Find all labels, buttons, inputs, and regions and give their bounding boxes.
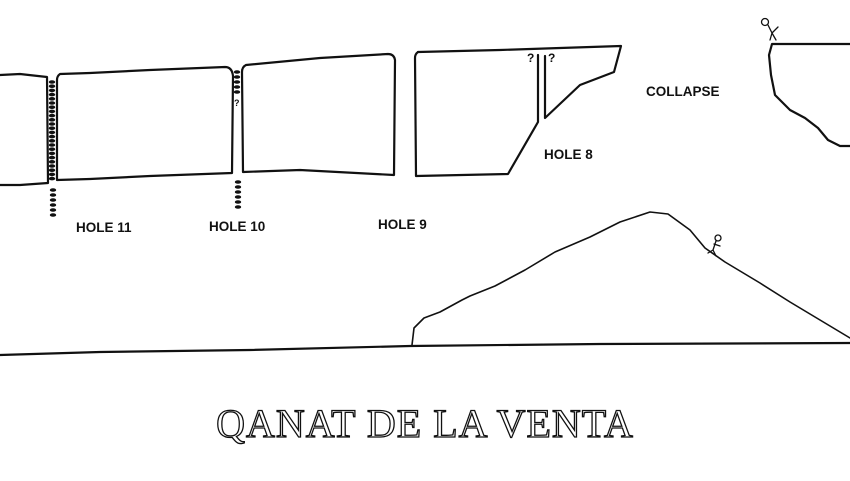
- hole-11-shaft-below: [49, 213, 57, 217]
- question-mark-hole8-right: ?: [548, 51, 555, 65]
- label-hole-9: HOLE 9: [378, 217, 427, 232]
- hole-10-shaft-fill: [233, 80, 241, 84]
- hole-11-shaft-fill: [48, 126, 56, 130]
- hole-11-shaft-fill: [48, 172, 56, 177]
- label-hole-10: HOLE 10: [209, 219, 265, 234]
- tunnel-block-left: [0, 72, 50, 187]
- ground-line: [0, 341, 850, 357]
- hole-11-shaft-fill: [48, 118, 56, 122]
- hole-11-shaft-fill: [48, 134, 56, 139]
- tunnel-roof-hole8: [416, 44, 623, 120]
- label-collapse: COLLAPSE: [646, 84, 720, 99]
- hole-11-shaft-fill: [48, 109, 56, 114]
- hole-10-shaft-below: [234, 200, 242, 204]
- hole-11-shaft-below: [49, 188, 57, 192]
- stick-figure-cliff: [760, 17, 779, 41]
- hole-11-shaft-below: [49, 193, 57, 197]
- label-hole-8: HOLE 8: [544, 147, 593, 162]
- hole-11-shaft-fill: [48, 151, 56, 156]
- hole-11-shaft-fill: [48, 164, 56, 168]
- hole-11-shaft-fill: [48, 84, 56, 88]
- hole-10-shaft-below: [234, 185, 242, 189]
- hole-11-shaft-fill: [48, 130, 56, 135]
- hole-10-shaft-below: [234, 195, 242, 199]
- question-mark-hole10: ?: [234, 98, 240, 108]
- hole-11-shaft-below: [49, 203, 57, 207]
- hole-11-shaft-fill: [48, 147, 56, 151]
- hole-11-shaft-fill: [48, 176, 56, 181]
- label-hole-11: HOLE 11: [76, 220, 132, 235]
- hole-10-shaft-below: [234, 205, 242, 209]
- spoil-mound: [411, 211, 850, 346]
- hole-11-shaft-fill: [48, 139, 56, 143]
- hole-10-shaft-fill: [233, 70, 241, 74]
- hole-10-shaft-fill: [233, 75, 241, 79]
- hole-11-shaft-fill: [48, 80, 56, 84]
- tunnel-block-hole10-hole9: [240, 52, 397, 177]
- hole-11-shaft-below: [49, 198, 57, 202]
- hole-11-shaft-fill: [48, 155, 56, 160]
- hole-11-shaft-fill: [48, 105, 56, 109]
- hole-11-shaft-fill: [48, 88, 56, 93]
- diagram-title: QANAT DE LA VENTA: [216, 401, 634, 446]
- hole-11-shaft-fill: [48, 143, 56, 147]
- hole-10-shaft-fill: [233, 90, 241, 94]
- stick-figure-mound: [707, 234, 722, 257]
- hole-11-shaft-fill: [48, 101, 56, 105]
- hole-11-shaft-fill: [48, 168, 56, 172]
- hole-11-shaft-fill: [48, 122, 56, 126]
- hole-10-shaft-below: [234, 180, 242, 184]
- hole-11-shaft-fill: [48, 160, 56, 164]
- hole-11-shaft-fill: [48, 97, 56, 101]
- tunnel-block-hole11-hole10: [55, 65, 235, 182]
- hole-11-shaft-below: [49, 208, 57, 212]
- tunnel-block-hole9-hole8: [413, 50, 540, 178]
- hole-10-shaft-below: [234, 190, 242, 194]
- question-mark-hole8-left: ?: [527, 51, 534, 65]
- collapse-edge: [767, 42, 850, 148]
- hole-11-shaft-fill: [48, 92, 56, 97]
- hole-10-shaft-fill: [233, 85, 241, 89]
- hole-11-shaft-fill: [48, 113, 56, 118]
